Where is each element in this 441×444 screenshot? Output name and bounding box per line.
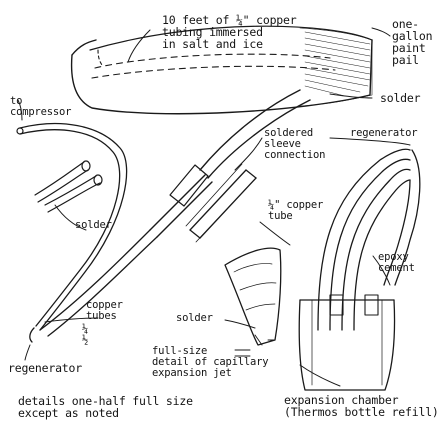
- full-size-detail-label: full-size detail of capillary expansion …: [152, 345, 269, 379]
- solder-top-label: solder: [380, 91, 421, 105]
- details-note: details one-half full size except as not…: [18, 394, 193, 420]
- pail-note-leader: [371, 27, 391, 37]
- epoxy-cement-label: epoxy cement: [378, 251, 415, 274]
- solder-left-label: solder: [75, 219, 112, 231]
- paint-pail-label: one- gallon paint pail: [392, 17, 433, 67]
- expansion-jet: [224, 247, 282, 357]
- solder-top-leader: [329, 93, 373, 99]
- copper-tubes-label: copper tubes: [86, 299, 123, 322]
- copper-tube-label: ¼" copper tube: [268, 199, 324, 222]
- tubing-note-leader: [127, 29, 151, 63]
- size-half-label: ½: [82, 334, 89, 346]
- regenerator-assembly: [298, 148, 421, 391]
- expansion-chamber-label: expansion chamber (Thermos bottle refill…: [284, 393, 439, 419]
- sleeve-detail: [185, 163, 257, 243]
- compressor-line: [16, 122, 128, 331]
- size-quarter-label: ¼: [82, 323, 89, 335]
- solder-jet-label: solder: [176, 312, 213, 324]
- copper-tubing-note: 10 feet of ¼" copper tubing immersed in …: [162, 13, 297, 51]
- regenerator-right-label: regenerator: [350, 127, 418, 139]
- regenerator-tube: [29, 229, 158, 343]
- cut-tube-ends: [34, 160, 103, 213]
- to-compressor-label: to compressor: [10, 95, 72, 118]
- regenerator-bottom-label: regenerator: [8, 361, 82, 375]
- sleeve-connection-label: soldered sleeve connection: [264, 127, 326, 161]
- main-tube: [149, 89, 311, 238]
- coiled-tubing: [91, 49, 336, 79]
- paint-pail: [70, 25, 373, 115]
- leader-lines: [17, 99, 411, 387]
